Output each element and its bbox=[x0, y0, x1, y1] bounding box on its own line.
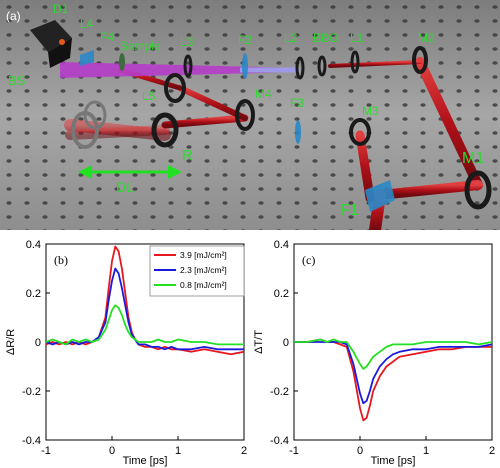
x-axis-label-c: Time [ps] bbox=[371, 455, 416, 467]
x-tick-label: -1 bbox=[289, 445, 299, 457]
x-tick-label: 0 bbox=[357, 445, 363, 457]
y-tick-label: 0.4 bbox=[274, 239, 289, 251]
y-tick-label: 0 bbox=[283, 337, 289, 349]
y-tick-label: 0.2 bbox=[26, 288, 41, 300]
panel-a-label: (a) bbox=[6, 9, 21, 23]
label-bbo: BBO bbox=[313, 31, 338, 45]
x-tick-label: 2 bbox=[489, 445, 495, 457]
x-tick-label: 1 bbox=[423, 445, 429, 457]
y-tick-label: -0.4 bbox=[22, 435, 41, 447]
y-tick-label: 0.2 bbox=[274, 288, 289, 300]
series-line-b-1 bbox=[45, 267, 244, 351]
label-f4: F4 bbox=[100, 30, 114, 44]
mirror-m1 bbox=[464, 170, 492, 210]
label-r: R bbox=[182, 147, 193, 164]
series-line-b-2 bbox=[45, 304, 244, 346]
label-m4: M4 bbox=[255, 87, 272, 101]
label-m1: M1 bbox=[462, 150, 484, 167]
legend-entry-3-9: 3.9 [mJ/cm²] bbox=[180, 250, 227, 260]
series-line-c-2 bbox=[294, 338, 493, 370]
filters bbox=[80, 50, 395, 212]
x-tick-label: 1 bbox=[175, 445, 181, 457]
x-axis-label-b: Time [ps] bbox=[123, 455, 168, 467]
label-f1: F1 bbox=[340, 202, 359, 219]
legend-entry-0-8: 0.8 [mJ/cm²] bbox=[180, 280, 227, 290]
legend-b: 3.9 [mJ/cm²] 2.3 [mJ/cm²] 0.8 [mJ/cm²] bbox=[149, 245, 245, 297]
label-l2: L2 bbox=[284, 31, 298, 45]
y-tick-label: -0.2 bbox=[22, 386, 41, 398]
mirror-m2 bbox=[412, 46, 428, 74]
delay-line-arrow bbox=[78, 165, 182, 179]
y-axis-label-c: ΔT/T bbox=[253, 330, 265, 354]
red-beam-path bbox=[64, 57, 483, 230]
label-l1: L1 bbox=[350, 31, 364, 45]
x-tick-label: 0 bbox=[109, 445, 115, 457]
optical-setup-panel bbox=[0, 0, 500, 230]
label-m2: M2 bbox=[418, 31, 435, 45]
x-tick-label: -1 bbox=[41, 445, 51, 457]
label-f2: F2 bbox=[238, 33, 252, 47]
label-bs: BS bbox=[8, 73, 26, 88]
label-l4: L4 bbox=[80, 17, 94, 31]
label-l3: L3 bbox=[180, 35, 194, 49]
panel-c-label: (c) bbox=[302, 253, 315, 267]
x-tick-label: 2 bbox=[241, 445, 247, 457]
y-tick-label: 0.4 bbox=[26, 239, 41, 251]
panel-b-label: (b) bbox=[54, 253, 68, 267]
label-m3: M3 bbox=[362, 104, 379, 118]
setup-labels: (a) D1 L4 F4 Sample L3 F2 L2 BBO L1 M2 B… bbox=[6, 2, 484, 219]
y-tick-label: 0 bbox=[35, 337, 41, 349]
sample bbox=[119, 53, 125, 71]
label-d1: D1 bbox=[53, 2, 69, 16]
label-f3: F3 bbox=[290, 96, 304, 110]
y-tick-label: -0.4 bbox=[270, 435, 289, 447]
y-axis-label-b: ΔR/R bbox=[5, 329, 17, 355]
chart-transmission: -1 0 1 2 0.4 0.2 0 -0.2 -0.4 (c) Time [ps] ΔT/T bbox=[253, 239, 495, 467]
series-line-c-1 bbox=[294, 341, 493, 405]
y-tick-label: -0.2 bbox=[270, 386, 289, 398]
legend-entry-2-3: 2.3 [mJ/cm²] bbox=[180, 265, 227, 275]
label-sample: Sample bbox=[120, 39, 161, 53]
optics-mounts bbox=[71, 46, 492, 210]
label-l5: L5 bbox=[142, 89, 156, 103]
label-dl: DL bbox=[116, 179, 134, 195]
